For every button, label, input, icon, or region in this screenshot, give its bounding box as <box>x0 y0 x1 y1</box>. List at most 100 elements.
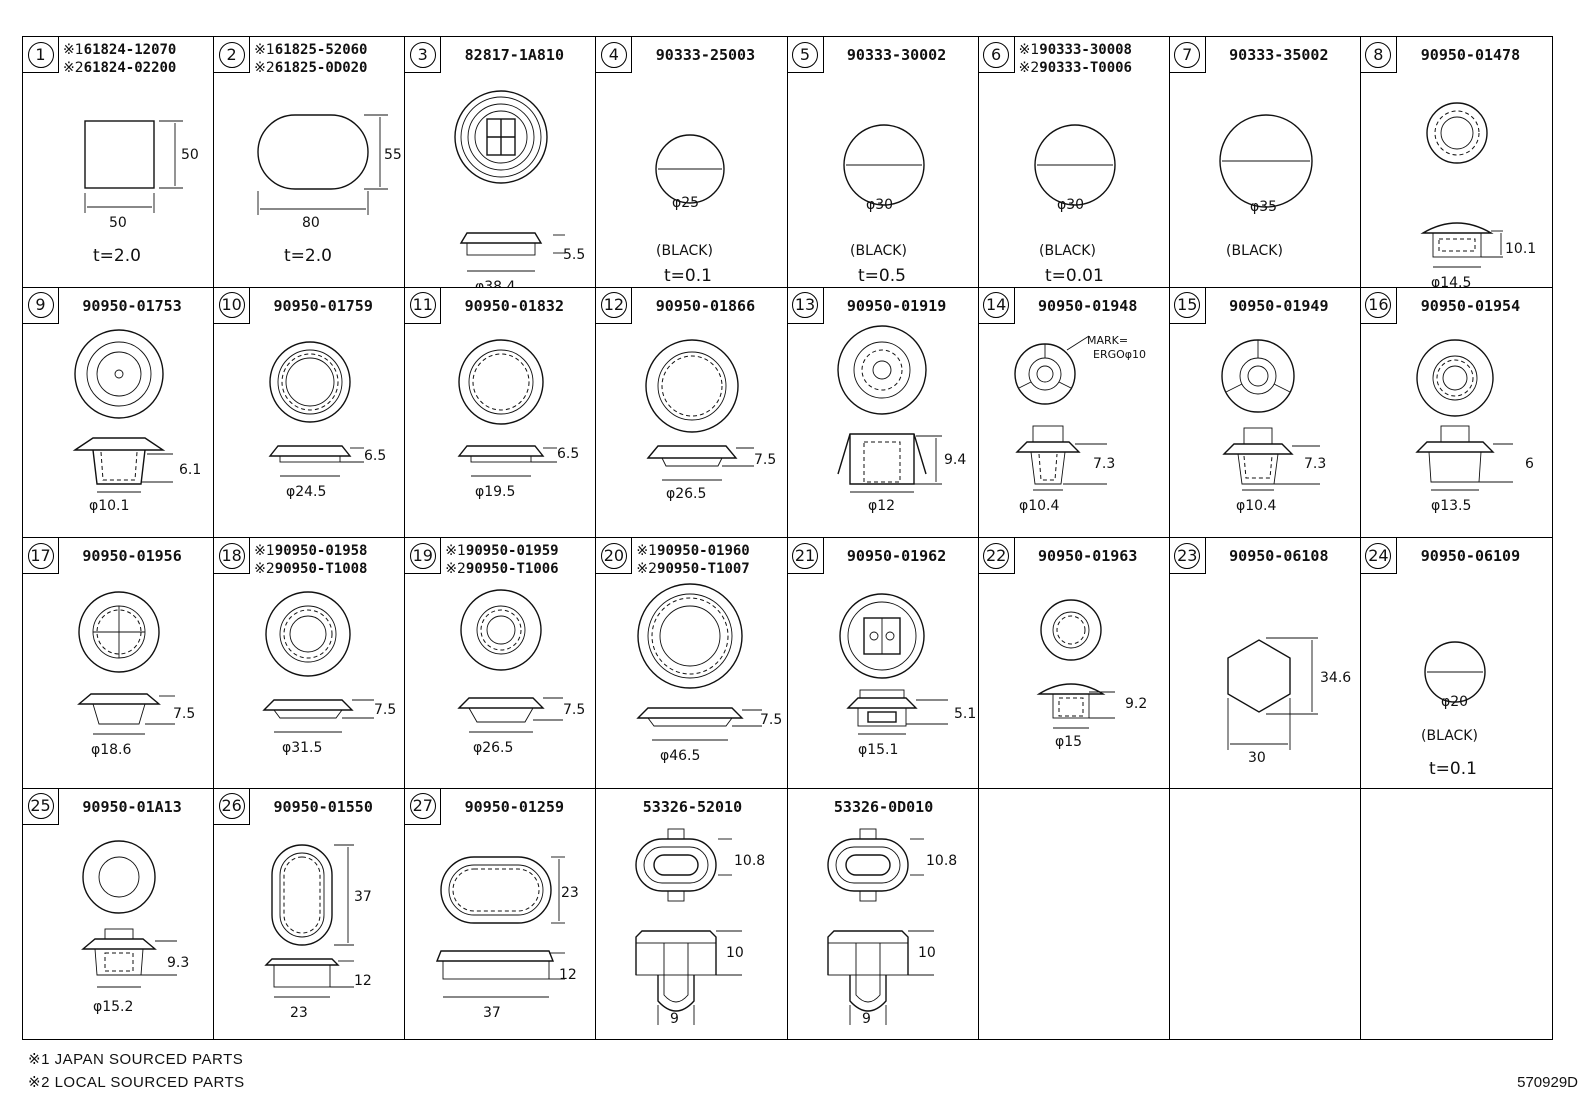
cell-10: 10 90950-01759 6.5 φ24.5 <box>214 287 406 538</box>
cell-26: 26 90950-01550 37 12 23 <box>214 788 406 1039</box>
index-badge: 6 <box>978 37 1015 73</box>
seal-disc-drawing: φ30 (BLACK) t=0.5 <box>842 124 925 286</box>
svg-text:φ10.4: φ10.4 <box>1019 498 1060 514</box>
svg-text:t=2.0: t=2.0 <box>93 246 141 266</box>
svg-text:30: 30 <box>1248 750 1266 766</box>
svg-text:φ15.2: φ15.2 <box>93 999 133 1015</box>
part-number: 90950-01832 <box>464 296 564 315</box>
svg-text:80: 80 <box>302 215 320 231</box>
seal-disc-drawing: φ25 (BLACK) t=0.1 <box>655 134 726 286</box>
cell-53326-0D010: 53326-0D010 10.8 10 9 <box>788 788 979 1039</box>
cell-25: 25 90950-01A13 9.3 φ15.2 <box>23 788 215 1039</box>
index-badge: 24 <box>1360 538 1397 574</box>
plug-drawing: 6.1 φ10.1 <box>72 328 201 514</box>
svg-text:t=0.1: t=0.1 <box>664 266 712 286</box>
clip-drawing: 10.8 10 9 <box>826 828 957 1027</box>
cell-6: 6 ※190333-30008 ※290333-T0006 φ30 (BLACK… <box>978 37 1170 288</box>
grommet-drawing: 6.5 φ19.5 <box>457 338 580 500</box>
plug-drawing: 9.2 φ15 <box>1036 599 1147 750</box>
part-number: 90950-01949 <box>1229 296 1329 315</box>
part-numbers: ※190950-01959 ※290950-T1006 <box>445 543 559 577</box>
svg-text:7.5: 7.5 <box>563 702 585 718</box>
index-badge: 27 <box>405 788 442 825</box>
part-numbers: ※190333-30008 ※290333-T0006 <box>1018 42 1132 76</box>
seal-disc-drawing: φ30 (BLACK) t=0.01 <box>1033 124 1116 286</box>
svg-text:φ15: φ15 <box>1055 734 1082 750</box>
index-badge: 12 <box>596 287 633 324</box>
cell-7: 7 90333-35002 φ35 (BLACK) <box>1169 37 1361 288</box>
empty-cell <box>1361 789 1552 1040</box>
square-plate-drawing: 50 50 t=2.0 <box>84 120 199 266</box>
svg-text:φ10.4: φ10.4 <box>1236 498 1277 514</box>
cell-17: 17 90950-01956 7.5 φ18.6 <box>23 538 215 789</box>
grommet-drawing: 7.5 φ26.5 <box>645 338 777 502</box>
svg-text:23: 23 <box>290 1005 308 1021</box>
part-number: 90950-01550 <box>273 797 373 816</box>
part-number: 82817-1A810 <box>464 46 564 64</box>
svg-text:10: 10 <box>918 945 936 961</box>
oval-grommet-drawing: 23 12 37 <box>436 855 579 1021</box>
svg-text:9: 9 <box>862 1011 871 1027</box>
svg-text:34.6: 34.6 <box>1320 670 1351 686</box>
svg-text:37: 37 <box>354 889 372 905</box>
grommet-drawing: 7.5 φ46.5 <box>636 583 783 764</box>
empty-cell <box>979 788 1170 1039</box>
cell-8: 8 90950-01478 10.1 φ14.5 <box>1360 37 1552 288</box>
svg-text:φ31.5: φ31.5 <box>282 740 322 756</box>
index-badge: 17 <box>23 538 59 574</box>
svg-text:23: 23 <box>561 885 579 901</box>
svg-text:6: 6 <box>1525 456 1534 472</box>
cell-23: 23 90950-06108 34.6 30 <box>1169 538 1361 789</box>
svg-text:φ46.5: φ46.5 <box>660 748 700 764</box>
part-number: 90950-01919 <box>846 296 947 315</box>
index-badge: 26 <box>214 788 251 825</box>
cell-24: 24 90950-06109 φ20 (BLACK) t=0.1 <box>1360 538 1552 789</box>
svg-text:(BLACK): (BLACK) <box>1226 243 1283 259</box>
svg-text:7.5: 7.5 <box>374 702 396 718</box>
svg-text:6.5: 6.5 <box>364 448 386 464</box>
grommet-drawing: 7.5 φ26.5 <box>457 589 586 756</box>
cell-13: 13 90950-01919 9.4 φ12 <box>787 287 979 538</box>
cell-12: 12 90950-01866 7.5 φ26.5 <box>596 287 788 538</box>
plug-drawing: 6 φ13.5 <box>1415 338 1534 514</box>
svg-text:10.8: 10.8 <box>926 853 957 869</box>
index-badge: 21 <box>787 538 824 574</box>
svg-text:φ10.1: φ10.1 <box>89 498 129 514</box>
footnotes: ※1 JAPAN SOURCED PARTS ※2 LOCAL SOURCED … <box>28 1048 245 1094</box>
svg-text:(BLACK): (BLACK) <box>656 243 713 259</box>
svg-text:φ15.1: φ15.1 <box>858 742 898 758</box>
cell-1: 1 ※161824-12070 ※261824-02200 50 50 t=2.… <box>23 37 215 288</box>
cell-18: 18 ※190950-01958 ※290950-T1008 7.5 φ31.5 <box>214 538 406 789</box>
part-number: 90950-01963 <box>1038 547 1138 565</box>
seal-disc-drawing: φ35 (BLACK) <box>1219 114 1313 259</box>
svg-text:(BLACK): (BLACK) <box>1421 728 1478 744</box>
index-badge: 13 <box>787 287 824 324</box>
index-badge: 11 <box>405 287 442 324</box>
part-number: 90950-06109 <box>1420 547 1521 565</box>
part-number: 90950-01948 <box>1038 296 1138 315</box>
index-badge: 10 <box>214 287 251 324</box>
clip-drawing: 10.8 10 9 <box>635 828 766 1027</box>
part-number: 53326-52010 <box>642 797 743 816</box>
index-badge: 7 <box>1169 37 1206 73</box>
cell-11: 11 90950-01832 6.5 φ19.5 <box>405 287 597 538</box>
oval-plate-drawing: 55 80 t=2.0 <box>257 114 402 266</box>
part-number: 90950-01954 <box>1420 296 1521 315</box>
svg-text:50: 50 <box>181 147 199 163</box>
hexagon-plate-drawing: 34.6 30 <box>1227 637 1351 766</box>
part-number: 90333-30002 <box>846 46 947 64</box>
index-badge: 15 <box>1169 287 1206 324</box>
cell-20: 20 ※190950-01960 ※290950-T1007 7.5 φ46.5 <box>596 538 788 789</box>
part-number: 90950-01759 <box>273 296 373 315</box>
svg-text:12: 12 <box>559 967 577 983</box>
part-numbers: ※190950-01958 ※290950-T1008 <box>254 543 368 577</box>
svg-text:φ30: φ30 <box>866 197 893 213</box>
index-badge: 20 <box>596 538 633 574</box>
index-badge: 22 <box>978 538 1015 574</box>
part-numbers: ※161825-52060 ※261825-0D020 <box>254 42 368 76</box>
svg-text:(BLACK): (BLACK) <box>850 243 907 259</box>
part-number: 90333-35002 <box>1229 46 1329 64</box>
svg-text:7.3: 7.3 <box>1304 456 1326 472</box>
svg-text:ERGOφ10: ERGOφ10 <box>1093 348 1146 361</box>
part-number: 90950-06108 <box>1229 547 1329 565</box>
